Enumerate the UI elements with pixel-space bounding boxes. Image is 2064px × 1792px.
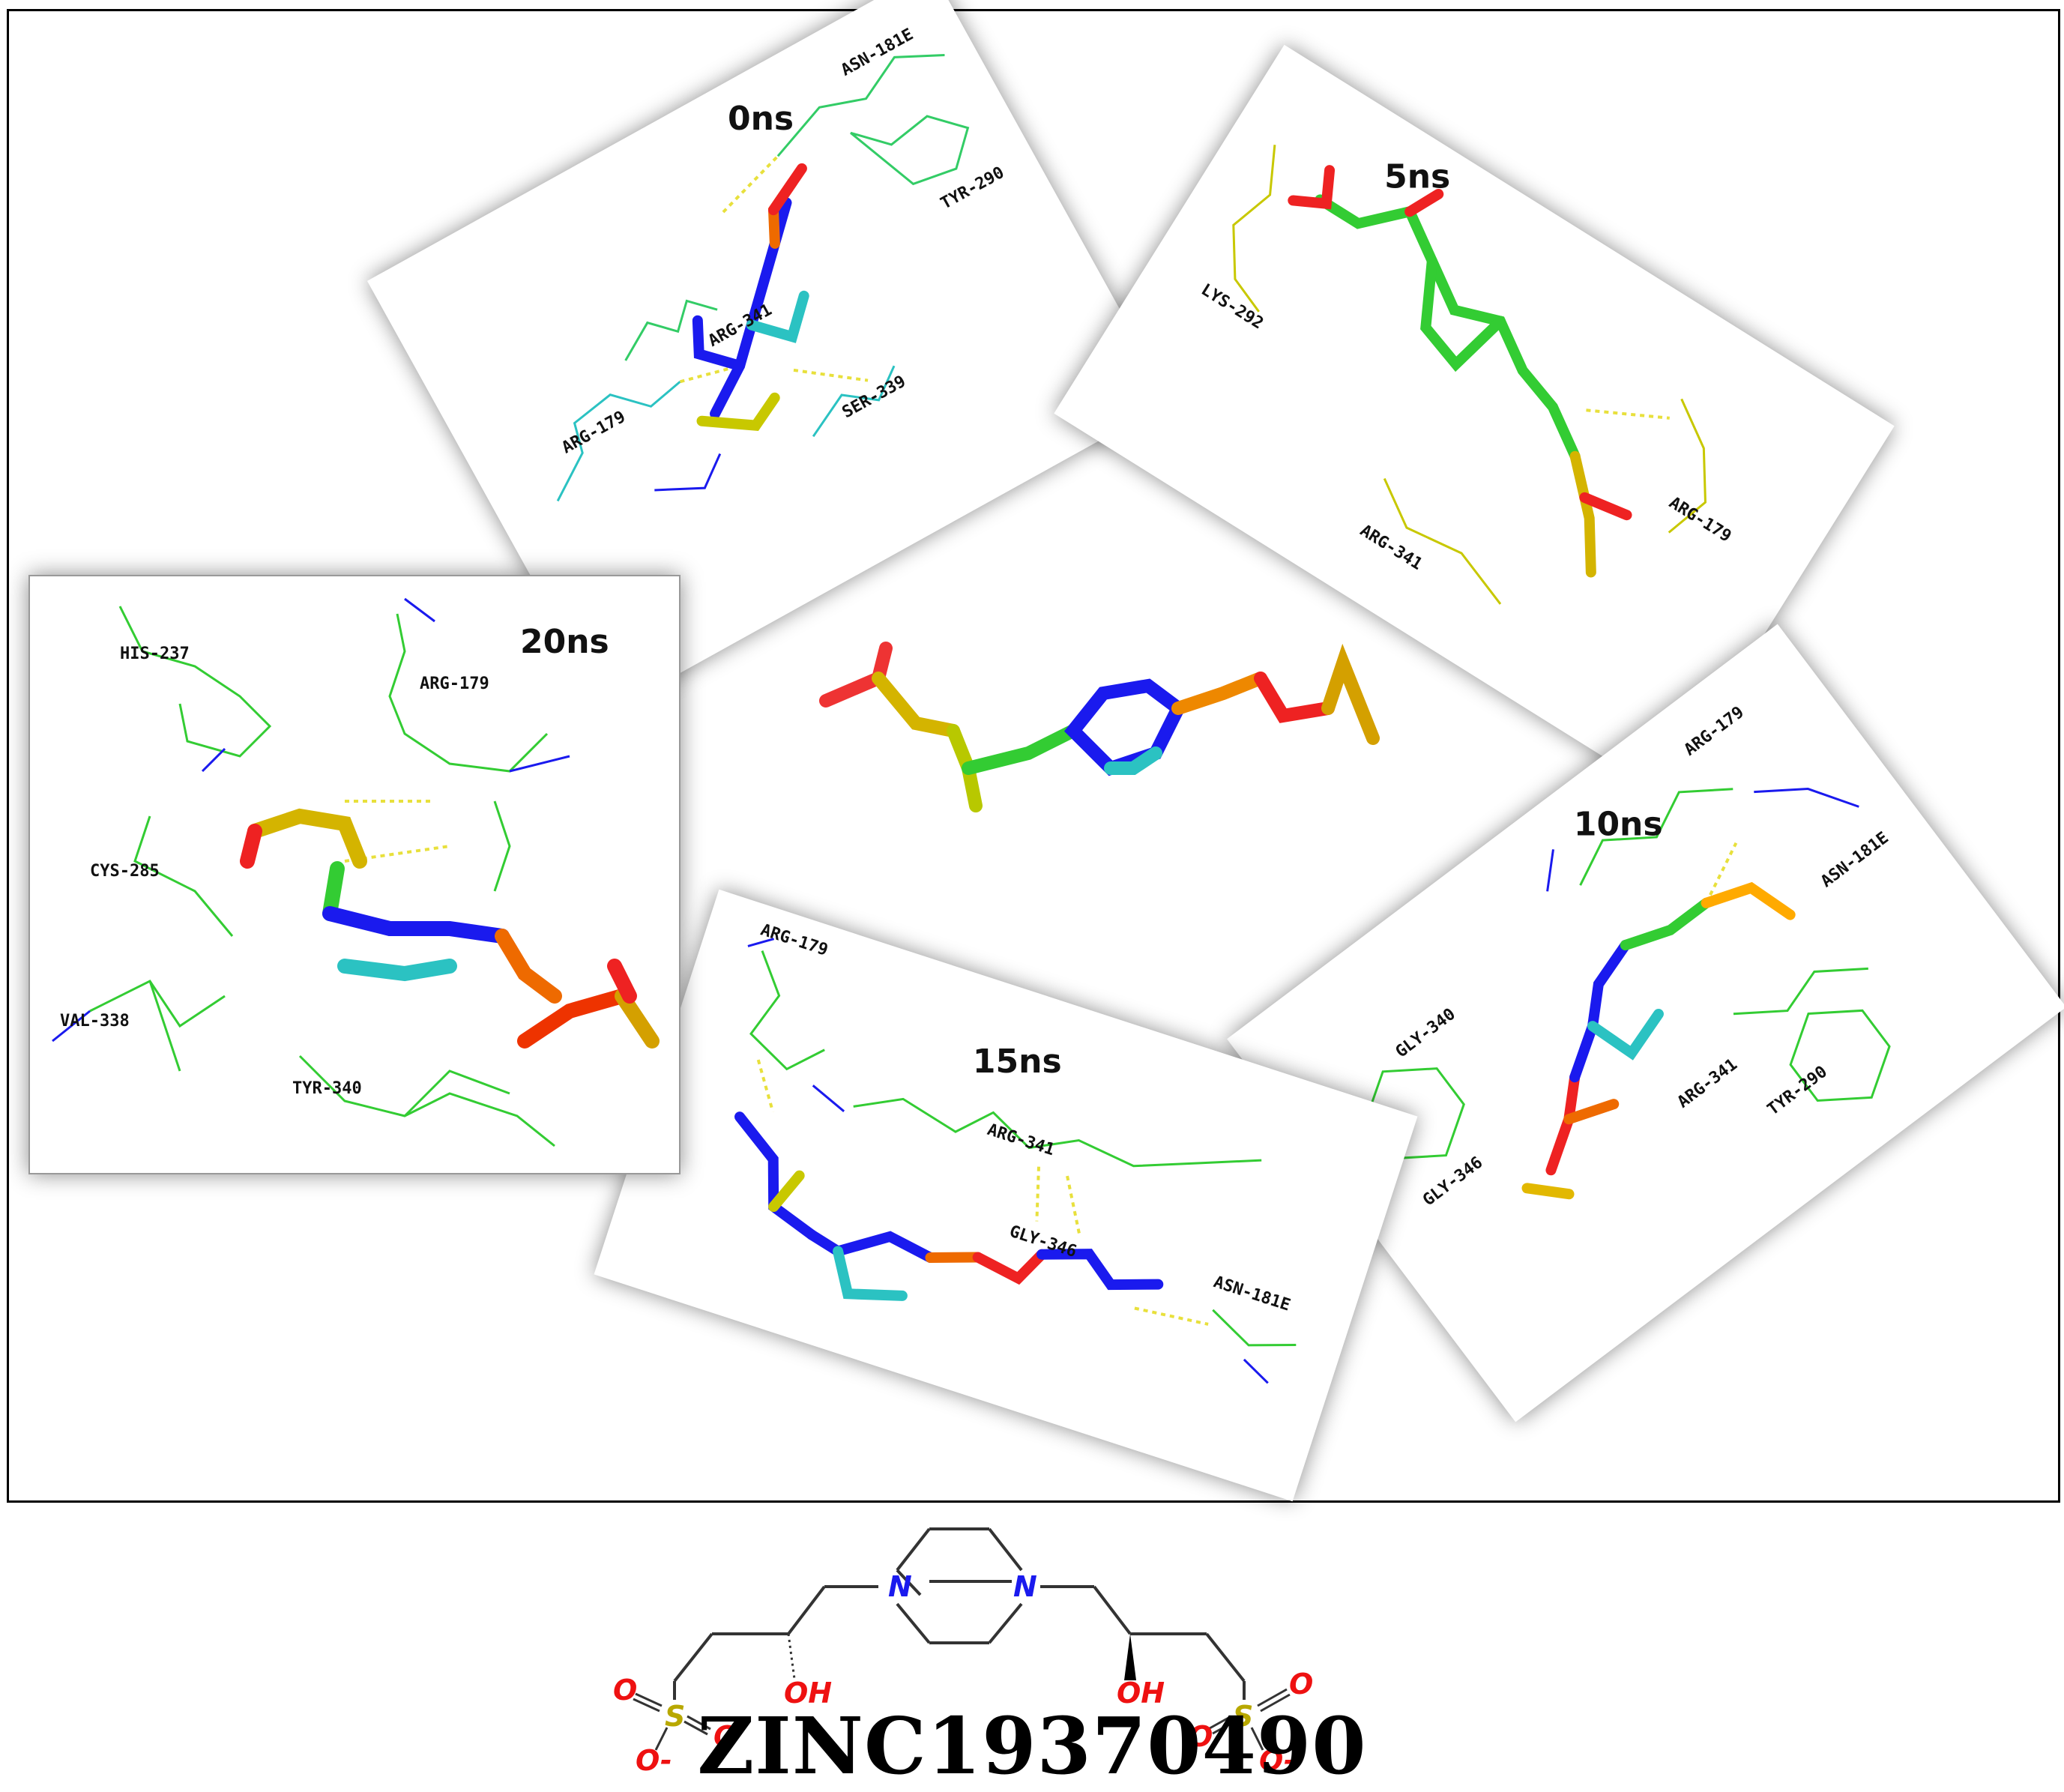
- molecule-render-0ns: ARG-179 ARG-341 SER-339 ASN-181E TYR-290: [556, 25, 1007, 502]
- molecule-render-15ns: ARG-179 ARG-341 GLY-346 ASN-181E: [734, 920, 1297, 1384]
- molecule-render-10ns: GLY-346 GLY-340 ASN-181E ARG-341 ARG-179…: [1363, 703, 1892, 1210]
- snapshot-panel-15ns: ARG-179 ARG-341 GLY-346 ASN-181E 15ns: [594, 889, 1418, 1502]
- residue-label: ARG-341: [1674, 1055, 1741, 1112]
- molecule-render-20ns: HIS-237 ARG-179 CYS-285 VAL-338 TYR-340: [52, 597, 660, 1147]
- residue-label: ARG-179: [1681, 703, 1748, 760]
- panel-title-0ns: 0ns: [727, 100, 794, 139]
- snapshot-panel-5ns: LYS-292 ARG-341 ARG-179 5ns: [1054, 44, 1895, 795]
- hydroxyl-label: OH: [1117, 1677, 1165, 1710]
- residue-label: TYR-340: [292, 1079, 362, 1098]
- oxygen-anion-label: O-: [636, 1744, 672, 1777]
- chemical-structure-2d: N N OH OH S S O O O O O- O-: [613, 1527, 1313, 1777]
- compound-id-label: ZINC19370490: [697, 1700, 1367, 1792]
- residue-label: HIS-237: [120, 645, 190, 663]
- residue-label: GLY-346: [1419, 1153, 1486, 1210]
- nitrogen-atom-label: N: [888, 1570, 912, 1603]
- residue-label: ASN-181E: [838, 25, 917, 80]
- oxygen-atom-label: O: [1189, 1720, 1213, 1753]
- panel-title-10ns: 10ns: [1573, 805, 1663, 844]
- panel-title-20ns: 20ns: [520, 623, 609, 661]
- residue-label: ARG-179: [559, 408, 629, 458]
- residue-label: ARG-341: [1357, 521, 1425, 573]
- residue-label: ARG-179: [1665, 493, 1734, 546]
- nitrogen-atom-label: N: [1013, 1570, 1037, 1603]
- molecule-render-5ns: LYS-292 ARG-341 ARG-179: [1198, 145, 1734, 605]
- residue-label: ARG-179: [758, 920, 830, 959]
- panel-title-5ns: 5ns: [1384, 157, 1451, 196]
- figure-frame: ARG-179 ARG-341 SER-339 ASN-181E TYR-290…: [7, 0, 2064, 1503]
- residue-label: CYS-285: [90, 862, 160, 881]
- oxygen-atom-label: O: [1289, 1668, 1313, 1701]
- residue-label: TYR-290: [1764, 1063, 1831, 1120]
- oxygen-atom-label: O: [613, 1674, 637, 1707]
- residue-label: ARG-179: [420, 675, 489, 693]
- snapshot-panel-20ns: HIS-237 ARG-179 CYS-285 VAL-338 TYR-340 …: [28, 575, 681, 1174]
- sulfur-atom-label: S: [665, 1700, 685, 1733]
- sulfur-atom-label: S: [1233, 1700, 1253, 1733]
- oxygen-anion-label: O-: [1259, 1744, 1296, 1777]
- panel-title-15ns: 15ns: [972, 1042, 1062, 1081]
- snapshot-panel-10ns: GLY-346 GLY-340 ASN-181E ARG-341 ARG-179…: [1227, 624, 2064, 1423]
- residue-label: ARG-341: [985, 1120, 1057, 1159]
- hydroxyl-label: OH: [784, 1677, 832, 1710]
- central-ligand-render: [819, 642, 1380, 812]
- snapshot-panel-0ns: ARG-179 ARG-341 SER-339 ASN-181E TYR-290…: [366, 0, 1171, 714]
- residue-label: ASN-181E: [1211, 1273, 1293, 1315]
- residue-label: VAL-338: [60, 1012, 130, 1031]
- residue-label: ASN-181E: [1817, 829, 1892, 892]
- residue-label: GLY-340: [1392, 1005, 1459, 1062]
- oxygen-atom-label: O: [713, 1720, 737, 1753]
